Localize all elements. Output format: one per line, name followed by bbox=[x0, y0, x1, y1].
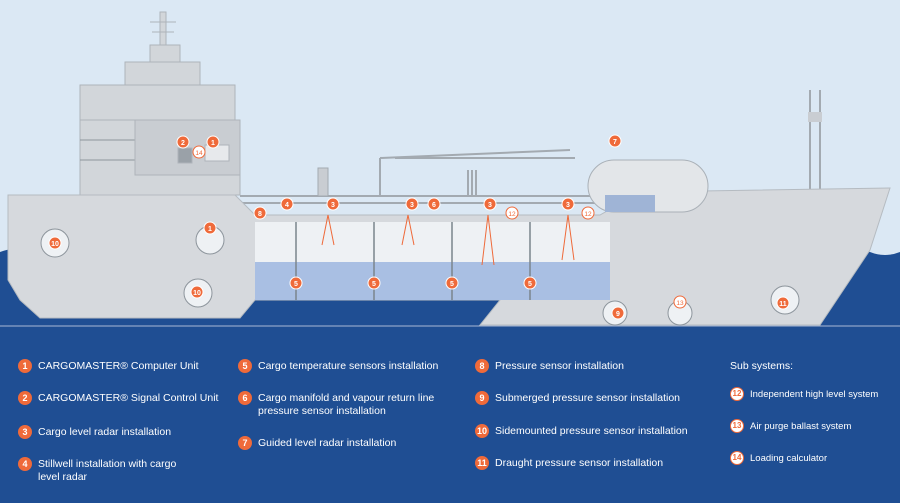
svg-text:3: 3 bbox=[566, 202, 570, 209]
marker-5c[interactable]: 5 bbox=[445, 276, 459, 290]
legend-num: 11 bbox=[475, 456, 489, 470]
svg-text:5: 5 bbox=[450, 281, 454, 288]
legend-num: 9 bbox=[475, 391, 489, 405]
svg-text:2: 2 bbox=[181, 140, 185, 147]
marker-11[interactable]: 11 bbox=[776, 296, 790, 310]
marker-13[interactable]: 13 bbox=[673, 295, 687, 309]
legend-text: Pressure sensor installation bbox=[495, 360, 624, 372]
legend-num: 14 bbox=[730, 451, 744, 465]
legend-num: 7 bbox=[238, 436, 252, 450]
deck-structures bbox=[240, 90, 821, 204]
legend-num: 10 bbox=[475, 424, 489, 438]
legend-item-3: 3 Cargo level radar installation bbox=[18, 425, 172, 439]
marker-3c[interactable]: 3 bbox=[483, 197, 497, 211]
legend-num: 4 bbox=[18, 457, 32, 471]
sub-item-12: 12 Independent high level system bbox=[730, 387, 879, 401]
svg-text:3: 3 bbox=[488, 202, 492, 209]
marker-1a[interactable]: 1 bbox=[206, 135, 220, 149]
marker-12b[interactable]: 12 bbox=[581, 206, 595, 220]
svg-text:10: 10 bbox=[193, 290, 201, 297]
legend-num: 1 bbox=[18, 359, 32, 373]
sub-item-13: 13 Air purge ballast system bbox=[730, 419, 852, 433]
legend-item-4: 4 Stillwell installation with cargo level… bbox=[18, 457, 177, 484]
marker-6a[interactable]: 6 bbox=[427, 197, 441, 211]
svg-text:9: 9 bbox=[616, 311, 620, 318]
marker-10b[interactable]: 10 bbox=[190, 285, 204, 299]
legend-item-1: 1 CARGOMASTER® Computer Unit bbox=[18, 359, 199, 373]
legend-item-11: 11 Draught pressure sensor installation bbox=[475, 456, 664, 470]
svg-text:7: 7 bbox=[613, 139, 617, 146]
legend-item-8: 8 Pressure sensor installation bbox=[475, 359, 624, 373]
sub-item-14: 14 Loading calculator bbox=[730, 451, 828, 465]
svg-text:1: 1 bbox=[211, 140, 215, 147]
legend-text: Cargo manifold and vapour return line pr… bbox=[258, 392, 435, 417]
svg-text:4: 4 bbox=[285, 202, 289, 209]
ship-diagram: 1 2 14 1 10 10 8 4 3 3 6 3 12 3 12 7 5 5… bbox=[0, 11, 900, 330]
svg-text:3: 3 bbox=[410, 202, 414, 209]
legend-num: 2 bbox=[18, 391, 32, 405]
legend-text: Sidemounted pressure sensor installation bbox=[495, 425, 688, 437]
legend-text: CARGOMASTER® Signal Control Unit bbox=[38, 392, 219, 404]
marker-7[interactable]: 7 bbox=[608, 134, 622, 148]
svg-text:5: 5 bbox=[372, 281, 376, 288]
legend-text: Stillwell installation with cargo level … bbox=[38, 458, 177, 483]
legend-num: 5 bbox=[238, 359, 252, 373]
marker-3a[interactable]: 3 bbox=[326, 197, 340, 211]
legend-panel: 1 CARGOMASTER® Computer Unit 2 CARGOMASTER… bbox=[0, 330, 900, 503]
legend-text: Cargo level radar installation bbox=[38, 426, 172, 438]
svg-text:10: 10 bbox=[51, 241, 59, 248]
marker-14[interactable]: 14 bbox=[192, 145, 206, 159]
legend-item-2: 2 CARGOMASTER® Signal Control Unit bbox=[18, 391, 219, 405]
legend-item-5: 5 Cargo temperature sensors installation bbox=[238, 359, 439, 373]
marker-3d[interactable]: 3 bbox=[561, 197, 575, 211]
legend-num: 12 bbox=[730, 387, 744, 401]
legend-text: Draught pressure sensor installation bbox=[495, 457, 664, 469]
svg-text:3: 3 bbox=[331, 202, 335, 209]
marker-9[interactable]: 9 bbox=[611, 306, 625, 320]
svg-text:11: 11 bbox=[779, 301, 787, 308]
svg-text:5: 5 bbox=[294, 281, 298, 288]
marker-5d[interactable]: 5 bbox=[523, 276, 537, 290]
marker-8[interactable]: 8 bbox=[253, 206, 267, 220]
svg-text:6: 6 bbox=[432, 202, 436, 209]
legend-text: CARGOMASTER® Computer Unit bbox=[38, 360, 199, 372]
legend-text: Air purge ballast system bbox=[750, 421, 852, 432]
legend-text: Loading calculator bbox=[750, 453, 828, 464]
legend-item-7: 7 Guided level radar installation bbox=[238, 436, 397, 450]
svg-text:5: 5 bbox=[528, 281, 532, 288]
legend-text: Independent high level system bbox=[750, 389, 879, 400]
legend-text: Submerged pressure sensor installation bbox=[495, 392, 681, 404]
sub-systems-heading: Sub systems: bbox=[730, 360, 794, 372]
legend-num: 6 bbox=[238, 391, 252, 405]
legend-text: Guided level radar installation bbox=[258, 437, 397, 449]
marker-4[interactable]: 4 bbox=[280, 197, 294, 211]
svg-text:12: 12 bbox=[584, 211, 592, 218]
legend-text: Cargo temperature sensors installation bbox=[258, 360, 439, 372]
marker-12a[interactable]: 12 bbox=[505, 206, 519, 220]
svg-text:8: 8 bbox=[258, 211, 262, 218]
marker-10a[interactable]: 10 bbox=[48, 236, 62, 250]
legend-item-6: 6 Cargo manifold and vapour return line p… bbox=[238, 391, 435, 418]
legend-num: 13 bbox=[730, 419, 744, 433]
marker-2[interactable]: 2 bbox=[176, 135, 190, 149]
legend-num: 8 bbox=[475, 359, 489, 373]
legend-num: 3 bbox=[18, 425, 32, 439]
marker-1b[interactable]: 1 bbox=[203, 221, 217, 235]
marker-3b[interactable]: 3 bbox=[405, 197, 419, 211]
marker-5b[interactable]: 5 bbox=[367, 276, 381, 290]
marker-5a[interactable]: 5 bbox=[289, 276, 303, 290]
svg-text:12: 12 bbox=[508, 211, 516, 218]
legend-item-9: 9 Submerged pressure sensor installation bbox=[475, 391, 681, 405]
legend-item-10: 10 Sidemounted pressure sensor installati… bbox=[475, 424, 688, 438]
svg-text:14: 14 bbox=[195, 150, 203, 157]
svg-text:13: 13 bbox=[676, 300, 684, 307]
bridge-superstructure bbox=[79, 11, 241, 196]
svg-text:1: 1 bbox=[208, 226, 212, 233]
cargo-liquid bbox=[255, 262, 610, 300]
